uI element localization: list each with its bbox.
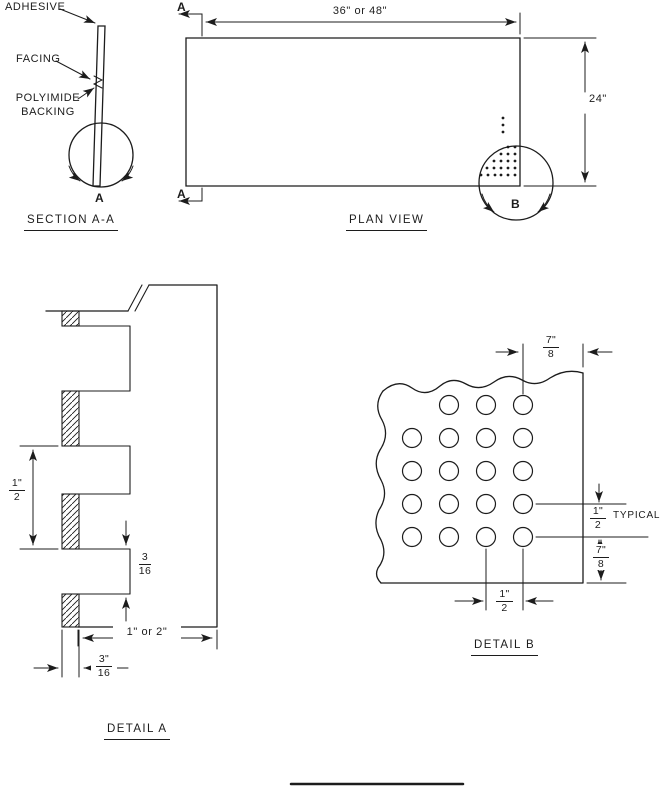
- panel-outline: [185, 37, 521, 187]
- adhesive-label: ADHESIVE: [5, 1, 66, 13]
- detail-a-strip-dimension: 3" 16: [91, 653, 117, 680]
- detail-circle-arrow-right: [537, 193, 551, 213]
- break-lines: [127, 284, 150, 312]
- detail-a-pitch-dimension: 1" 2: [4, 477, 30, 503]
- perforation-dots: [479, 116, 517, 177]
- hole-grid: [401, 394, 534, 548]
- facing-label: FACING: [16, 53, 61, 65]
- extension-lines: [61, 629, 80, 678]
- plan-detail-letter: B: [511, 197, 520, 211]
- section-aa-view: [55, 8, 134, 188]
- plan-height-dimension: 24": [589, 93, 607, 105]
- extension-lines: [523, 37, 597, 187]
- facing-leader-arrow: [55, 60, 91, 80]
- detail-b-view: [375, 343, 649, 611]
- detail-b-bottom-margin-dimension: 7" 8: [589, 544, 613, 571]
- section-cut-arrow-top: [178, 10, 203, 37]
- section-aa-title: SECTION A-A: [24, 213, 119, 232]
- section-cut-arrow-bottom: [178, 187, 203, 205]
- adhesive-squiggle: [92, 75, 104, 89]
- extension-lines: [77, 629, 218, 650]
- section-view-letter: A: [95, 191, 104, 205]
- hatched-backing-strips: [61, 310, 80, 628]
- plan-section-letter-bottom: A: [177, 187, 186, 201]
- typical-label: TYPICAL: [613, 510, 661, 521]
- detail-a-view: [19, 284, 218, 678]
- plate-edges: [380, 372, 584, 584]
- backing-leader-arrow: [77, 87, 95, 100]
- plan-view-title: PLAN VIEW: [346, 213, 428, 232]
- rotation-circle: [68, 122, 134, 188]
- detail-b-title: DETAIL B: [471, 638, 539, 657]
- detail-a-title: DETAIL A: [104, 722, 171, 741]
- plan-view: [178, 10, 597, 221]
- notch-horizontals: [61, 325, 131, 595]
- backing-label: POLYIMIDE BACKING: [15, 92, 81, 118]
- detail-a-depth-dimension: 1" or 2": [113, 626, 181, 640]
- detail-b-circle: [478, 145, 554, 221]
- detail-b-row-pitch-dimension: 1" 2: [586, 505, 610, 532]
- plan-section-letter-top: A: [177, 0, 186, 14]
- view-direction-arrow-left: [68, 165, 81, 182]
- extension-lines: [19, 445, 59, 550]
- torn-edge-left: [375, 390, 387, 584]
- torn-edge-top: [382, 370, 584, 394]
- adhesive-leader-arrow: [59, 8, 96, 24]
- detail-b-col-pitch-dimension: 1" 2: [492, 588, 517, 614]
- view-direction-arrow-right: [121, 165, 134, 182]
- extension-lines: [522, 343, 584, 395]
- plan-width-dimension: 36" or 48": [332, 5, 388, 17]
- detail-circle-arrow-left: [481, 193, 495, 213]
- detail-a-slot-dimension: 3 16: [138, 551, 152, 578]
- detail-b-top-margin-dimension: 7" 8: [538, 334, 564, 360]
- extension-lines: [535, 503, 649, 584]
- extension-lines: [485, 548, 524, 611]
- panel-strip: [92, 25, 106, 187]
